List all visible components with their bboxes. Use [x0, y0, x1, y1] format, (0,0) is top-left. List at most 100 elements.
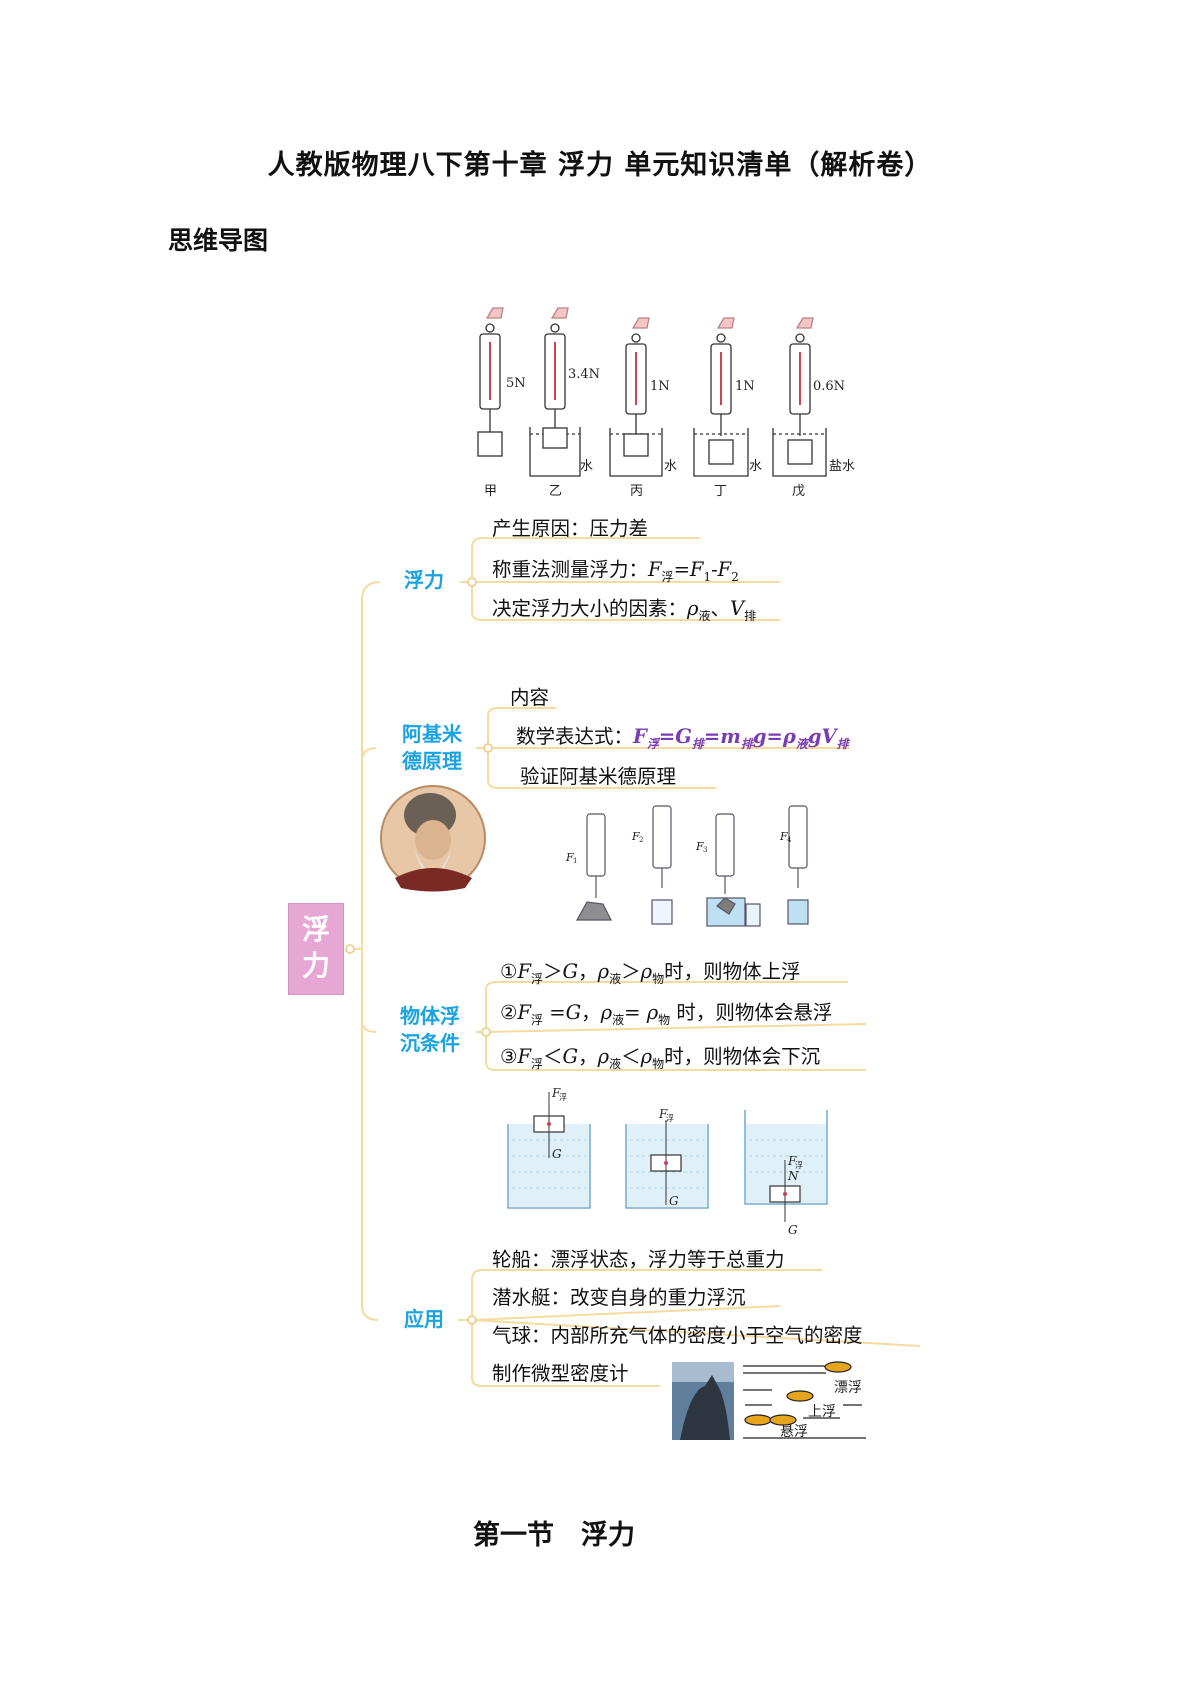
cause-of-buoyancy: 产生原因：压力差 [492, 517, 649, 540]
f1-sub: 1 [703, 569, 712, 584]
weighing-method-label: 称重法测量浮力： [492, 558, 649, 581]
c1-tail: 时，则物体上浮 [664, 960, 801, 983]
force-g-suspend: G [669, 1194, 679, 1208]
formula-label: 数学表达式： [516, 725, 634, 748]
central-node: 浮 力 [288, 903, 344, 995]
branch-float-sink: 物体浮 沉条件 [400, 1003, 460, 1057]
fp-m-sub: 排 [740, 736, 753, 751]
c3-f: F [517, 1045, 532, 1068]
application-balloon: 气球：内部所充气体的密度小于空气的密度 [492, 1324, 863, 1347]
application-submarine: 潜水艇：改变自身的重力浮沉 [492, 1286, 746, 1309]
float-sink-label-2: 沉条件 [400, 1031, 460, 1055]
c3-f-sub: 浮 [531, 1056, 544, 1071]
f-symbol: F [648, 558, 662, 581]
principle-content: 内容 [510, 686, 550, 709]
weighing-method: 称重法测量浮力：F浮=F1-F2 [492, 553, 739, 585]
liquid-yi: 水 [580, 459, 593, 474]
minus-sign: - [711, 558, 718, 581]
archimedes-label-2: 德原理 [402, 749, 462, 773]
c1-g: G [562, 960, 579, 983]
force-f-suspend: F [658, 1107, 668, 1121]
archimedes-label-1: 阿基米 [402, 722, 462, 746]
c3-rel2: ＜ [621, 1045, 641, 1068]
c2-rho2-sub: 物 [658, 1012, 671, 1027]
c1-num: ① [500, 960, 518, 983]
label-f4-sub: 4 [787, 836, 792, 844]
label-f2: F [631, 830, 640, 843]
condition-rise: ①F浮＞G，ρ液＞ρ物时，则物体上浮 [500, 955, 801, 987]
fp-f-sub: 浮 [646, 736, 659, 751]
c2-rel1: = [543, 1001, 566, 1024]
submarine-states-diagram [743, 1361, 866, 1439]
force-f-float-sub: 浮 [559, 1092, 567, 1102]
condition-sink: ③F浮＜G，ρ液＜ρ物时，则物体会下沉 [500, 1040, 820, 1072]
fp-m: m [720, 725, 741, 748]
section-heading: 第一节 浮力 [473, 1520, 635, 1551]
verify-principle: 验证阿基米德原理 [520, 765, 677, 788]
name-bing: 丙 [630, 484, 643, 499]
reading-ding: 1N [735, 379, 755, 394]
label-rising: 上浮 [808, 1404, 836, 1420]
c1-rho2: ρ [640, 960, 653, 983]
float-sink-label-1: 物体浮 [400, 1004, 460, 1028]
reading-bing: 1N [650, 379, 670, 394]
label-f3-sub: 3 [703, 846, 707, 854]
rho-sub: 液 [698, 608, 711, 623]
central-char-2: 力 [301, 949, 330, 982]
balance-jia [477, 307, 504, 457]
force-g-float: G [552, 1147, 562, 1161]
fp-eq3: = [766, 725, 783, 748]
c3-rho2-sub: 物 [652, 1056, 665, 1071]
buoyancy-factors: 决定浮力大小的因素：ρ液、V排 [492, 592, 756, 624]
c2-f: F [517, 1001, 532, 1024]
f2-sub: 2 [731, 569, 739, 584]
label-f4: F [779, 830, 788, 843]
fp-eq2: = [703, 725, 721, 748]
document-title: 人教版物理八下第十章 浮力 单元知识清单（解析卷） [267, 150, 933, 181]
application-ship: 轮船：漂浮状态，浮力等于总重力 [492, 1248, 785, 1271]
label-f1: F [565, 851, 574, 864]
v-sub: 排 [744, 608, 757, 623]
c1-rho: ρ [597, 960, 610, 983]
eq-sign: = [673, 558, 690, 581]
branch-archimedes: 阿基米 德原理 [402, 721, 462, 775]
c3-rho2: ρ [640, 1045, 653, 1068]
condition-suspend: ②F浮 =G，ρ液= ρ物 时，则物体会悬浮 [500, 996, 832, 1028]
c2-rho-sub: 液 [612, 1012, 625, 1027]
spring-balance-experiment-figure [477, 307, 827, 477]
separator: 、 [710, 597, 731, 620]
submarine-photo [672, 1362, 734, 1440]
liquid-ding: 水 [749, 459, 762, 474]
label-f3: F [695, 840, 704, 853]
fp-rho: ρ [782, 725, 796, 748]
force-f-suspend-sub: 浮 [666, 1113, 674, 1123]
c1-rho-sub: 液 [609, 971, 622, 986]
liquid-wu: 盐水 [829, 459, 855, 474]
branch-buoyancy: 浮力 [404, 568, 444, 592]
c1-f-sub: 浮 [531, 971, 544, 986]
name-jia: 甲 [484, 484, 497, 499]
v-symbol: V [730, 597, 745, 620]
name-wu: 戊 [792, 484, 805, 499]
fp-v-sub: 排 [836, 736, 849, 751]
fp-rho-sub: 液 [795, 736, 808, 751]
c3-tail: 时，则物体会下沉 [664, 1045, 821, 1068]
c3-g: G [562, 1045, 579, 1068]
label-f2-sub: 2 [639, 836, 643, 844]
c2-comma: ， [581, 1001, 601, 1024]
c2-rho2: ρ [646, 1001, 659, 1024]
c1-rho2-sub: 物 [652, 971, 665, 986]
reading-wu: 0.6N [813, 379, 845, 394]
c1-f: F [517, 960, 532, 983]
fp-gravity2: g [807, 725, 822, 748]
f-sub: 浮 [661, 569, 674, 584]
fp-v: V [821, 725, 837, 748]
balance-ding [693, 317, 749, 477]
mindmap-heading: 思维导图 [168, 226, 269, 255]
c3-rho: ρ [597, 1045, 610, 1068]
branch-applications: 应用 [404, 1307, 444, 1331]
c1-comma: ， [578, 960, 598, 983]
reading-jia: 5N [506, 376, 526, 391]
mindmap-connectors [346, 537, 921, 1387]
